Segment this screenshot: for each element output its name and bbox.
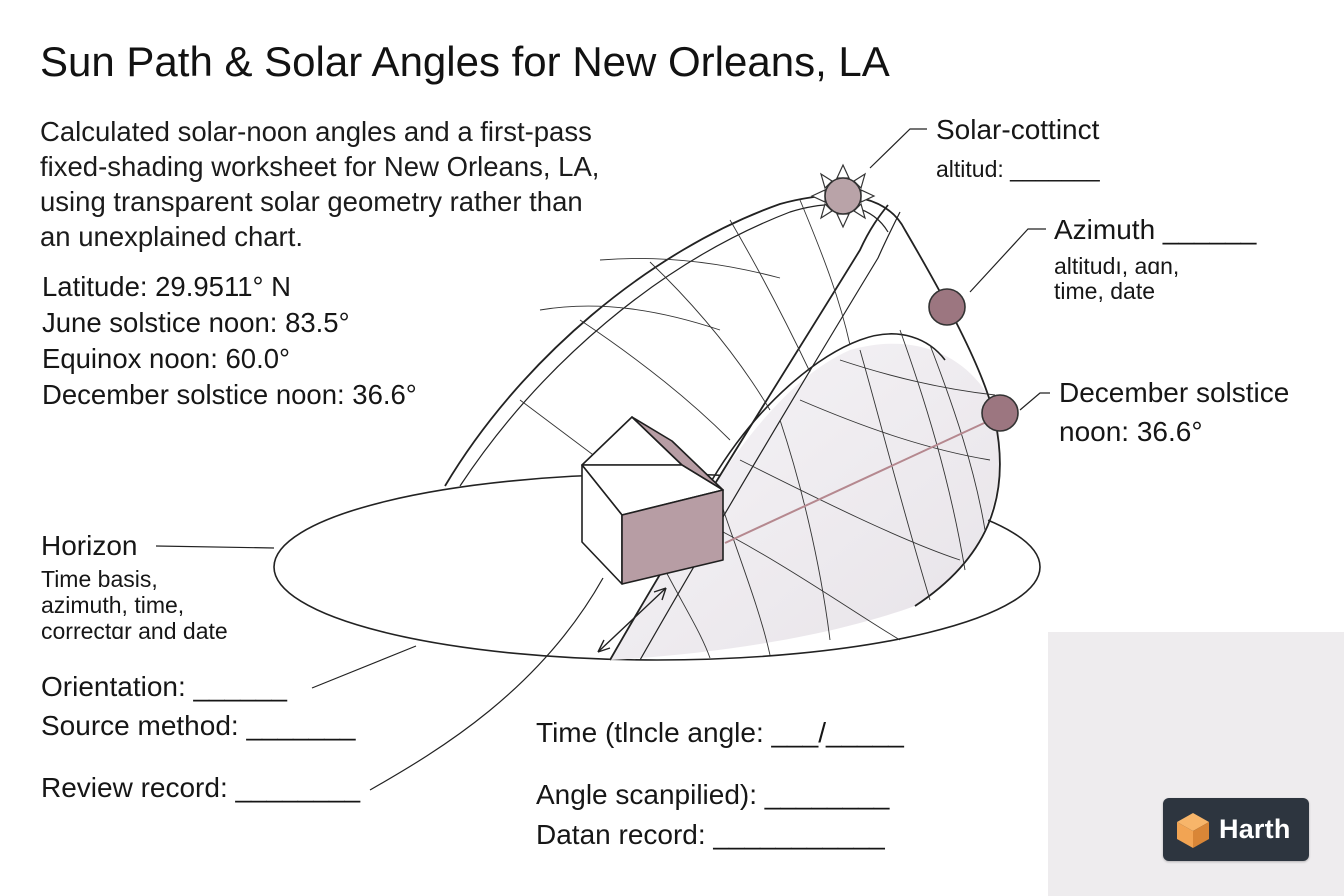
intro-line: an unexplained chart. xyxy=(40,221,303,252)
horizon-callout-sub: azimuth, time, xyxy=(41,592,185,618)
sun-marker-december xyxy=(981,394,1019,432)
june-solstice-value: June solstice noon: 83.5° xyxy=(42,307,350,338)
sun-marker-azimuth xyxy=(928,288,966,326)
angle-scan-field: Angle scanpilied): ________ xyxy=(536,779,890,810)
horizon-callout-sub: correctɑr and date xyxy=(41,618,228,644)
brand-name: Harth xyxy=(1219,814,1291,844)
december-callout-line1: December solstice xyxy=(1059,377,1290,408)
sun-icon xyxy=(810,163,876,229)
cube-logo-icon xyxy=(1177,812,1209,848)
azimuth-callout-sub: time, date xyxy=(1054,278,1155,304)
solar-ray-line xyxy=(724,417,996,544)
house-model xyxy=(581,416,724,585)
equinox-value: Equinox noon: 60.0° xyxy=(42,343,290,374)
solar-callout-sub: altitud: _______ xyxy=(936,156,1100,182)
intro-line: fixed-shading worksheet for New Orleans,… xyxy=(40,151,600,182)
distance-arrow xyxy=(597,587,667,653)
horizon-callout-sub: Time basis, xyxy=(41,566,158,592)
datan-record-field: Datan record: ___________ xyxy=(536,819,885,850)
horizon-callout-title: Horizon xyxy=(41,530,138,561)
latitude-value: Latitude: 29.9511° N xyxy=(42,271,292,302)
review-record-field: Review record: ________ xyxy=(41,772,361,803)
page-title: Sun Path & Solar Angles for New Orleans,… xyxy=(40,38,890,85)
source-method-field: Source method: _______ xyxy=(41,710,356,741)
leader-lines xyxy=(155,128,1050,791)
time-angle-field: Time (tlncle angle: ___/_____ xyxy=(536,717,904,748)
brand-badge[interactable]: Harth xyxy=(1163,798,1309,861)
dome-grid xyxy=(519,199,996,659)
azimuth-callout-title: Azimuth ______ xyxy=(1054,214,1257,245)
dome-outer-arc xyxy=(444,194,1001,607)
december-solstice-value: December solstice noon: 36.6° xyxy=(42,379,417,410)
solar-facts: Latitude: 29.9511° N June solstice noon:… xyxy=(42,269,417,413)
solar-callout-title: Solar-cottinct xyxy=(936,114,1100,145)
intro-line: using transparent solar geometry rather … xyxy=(40,186,583,217)
intro-line: Calculated solar-noon angles and a first… xyxy=(40,116,592,147)
dome-shaded-band xyxy=(610,343,1001,660)
december-callout-line2: noon: 36.6° xyxy=(1059,416,1203,447)
azimuth-callout-sub: altitudı, aɑn, xyxy=(1054,253,1180,279)
intro-paragraph: Calculated solar-noon angles and a first… xyxy=(40,114,640,254)
dome-band-front-2 xyxy=(639,211,901,661)
orientation-field: Orientation: ______ xyxy=(41,671,287,702)
